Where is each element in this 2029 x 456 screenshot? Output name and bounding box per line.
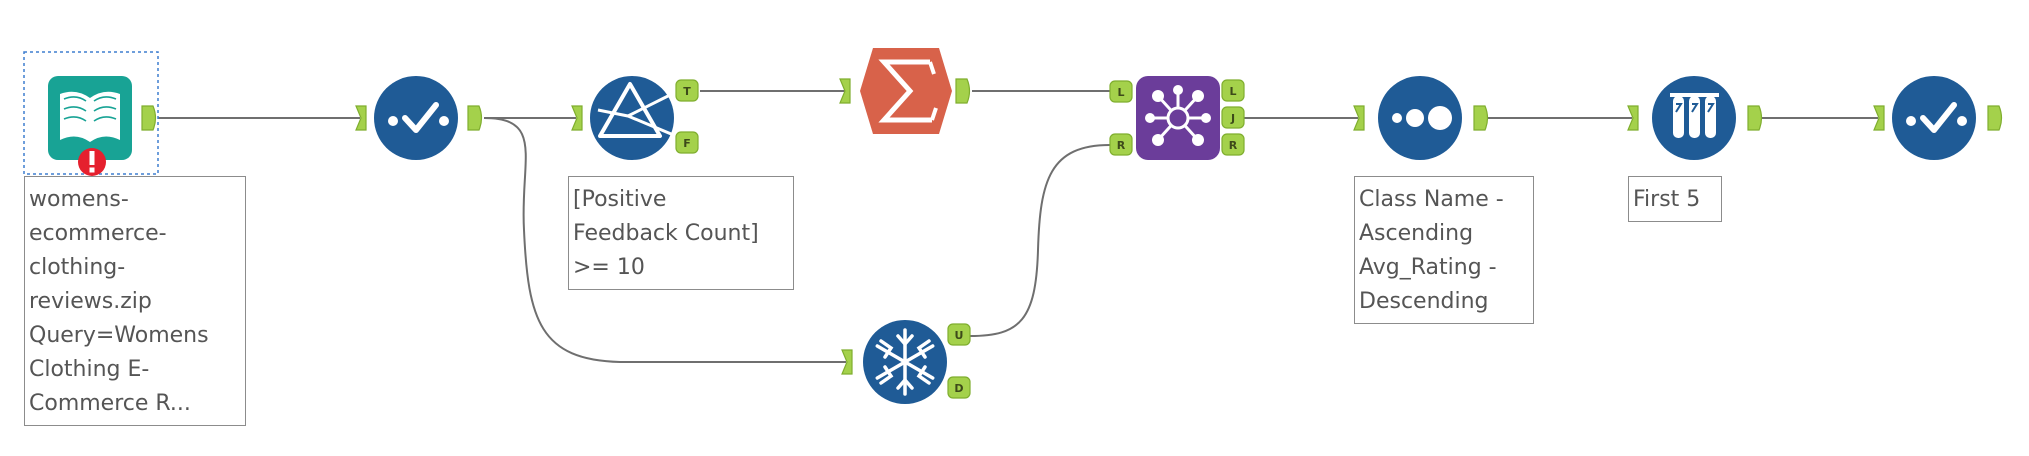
anchor-unique[interactable]: U [947,323,971,346]
sigma-icon [878,59,938,123]
dots-icon [1392,106,1452,130]
output-anchor[interactable] [955,78,971,104]
check-icon [388,102,449,133]
anchor-right-output[interactable]: R [1221,133,1245,156]
test-tubes-icon [1670,93,1719,138]
input-anchor[interactable] [355,105,367,131]
anchor-join-output[interactable]: J [1221,106,1245,129]
tool-sample[interactable] [1627,76,1763,160]
prism-icon [597,82,677,138]
connection-unique-join-right[interactable] [969,144,1118,337]
anchor-left-output[interactable]: L [1221,79,1245,102]
tool-join[interactable]: L R L [1109,76,1245,160]
tool-unique[interactable]: U D [841,320,971,404]
svg-text:U: U [955,329,964,342]
svg-text:D: D [954,382,963,395]
tool-select-1[interactable] [355,76,483,160]
output-anchor[interactable] [467,105,483,131]
join-icon [1145,85,1211,146]
annotation-filter[interactable]: [Positive Feedback Count] >= 10 [568,176,794,290]
anchor-false[interactable]: F [675,131,699,154]
output-anchor[interactable] [1747,105,1763,131]
tool-input-data[interactable] [23,51,159,176]
book-icon [60,91,120,142]
summarize-tool-shape [860,48,952,134]
select-tool-circle [1892,76,1976,160]
input-anchor[interactable] [839,78,851,104]
input-anchor[interactable] [571,105,583,131]
error-badge [78,148,106,176]
svg-text:L: L [1117,86,1124,99]
input-anchor[interactable] [841,349,853,375]
input-anchor[interactable] [1627,105,1639,131]
annotation-input[interactable]: womens- ecommerce- clothing- reviews.zip… [24,176,246,426]
svg-text:R: R [1117,139,1126,152]
output-anchor[interactable] [141,105,157,131]
anchor-right-input[interactable]: R [1109,133,1133,156]
tool-sort[interactable] [1353,76,1489,160]
output-anchor[interactable] [1473,105,1489,131]
tool-summarize[interactable] [839,48,971,134]
input-anchor[interactable] [1873,105,1885,131]
output-anchor[interactable] [1987,105,2003,131]
selection-box [23,51,159,175]
svg-text:L: L [1229,85,1236,98]
connections [158,90,1878,363]
annotation-sample[interactable]: First 5 [1628,176,1722,222]
svg-text:F: F [683,137,691,150]
connection-select-unique[interactable] [483,117,846,363]
anchor-true[interactable]: T [675,79,699,102]
anchor-duplicate[interactable]: D [947,376,971,399]
svg-text:T: T [683,85,691,98]
svg-text:R: R [1229,139,1238,152]
tool-filter[interactable]: T F [571,76,699,160]
svg-text:J: J [1230,112,1235,125]
anchor-left-input[interactable]: L [1109,80,1133,103]
snowflake-icon [875,328,935,396]
tool-select-2[interactable] [1873,76,2003,160]
annotation-sort[interactable]: Class Name - Ascending Avg_Rating - Desc… [1354,176,1534,324]
input-anchor[interactable] [1353,105,1365,131]
check-icon [1906,102,1967,133]
select-tool-circle [374,76,458,160]
